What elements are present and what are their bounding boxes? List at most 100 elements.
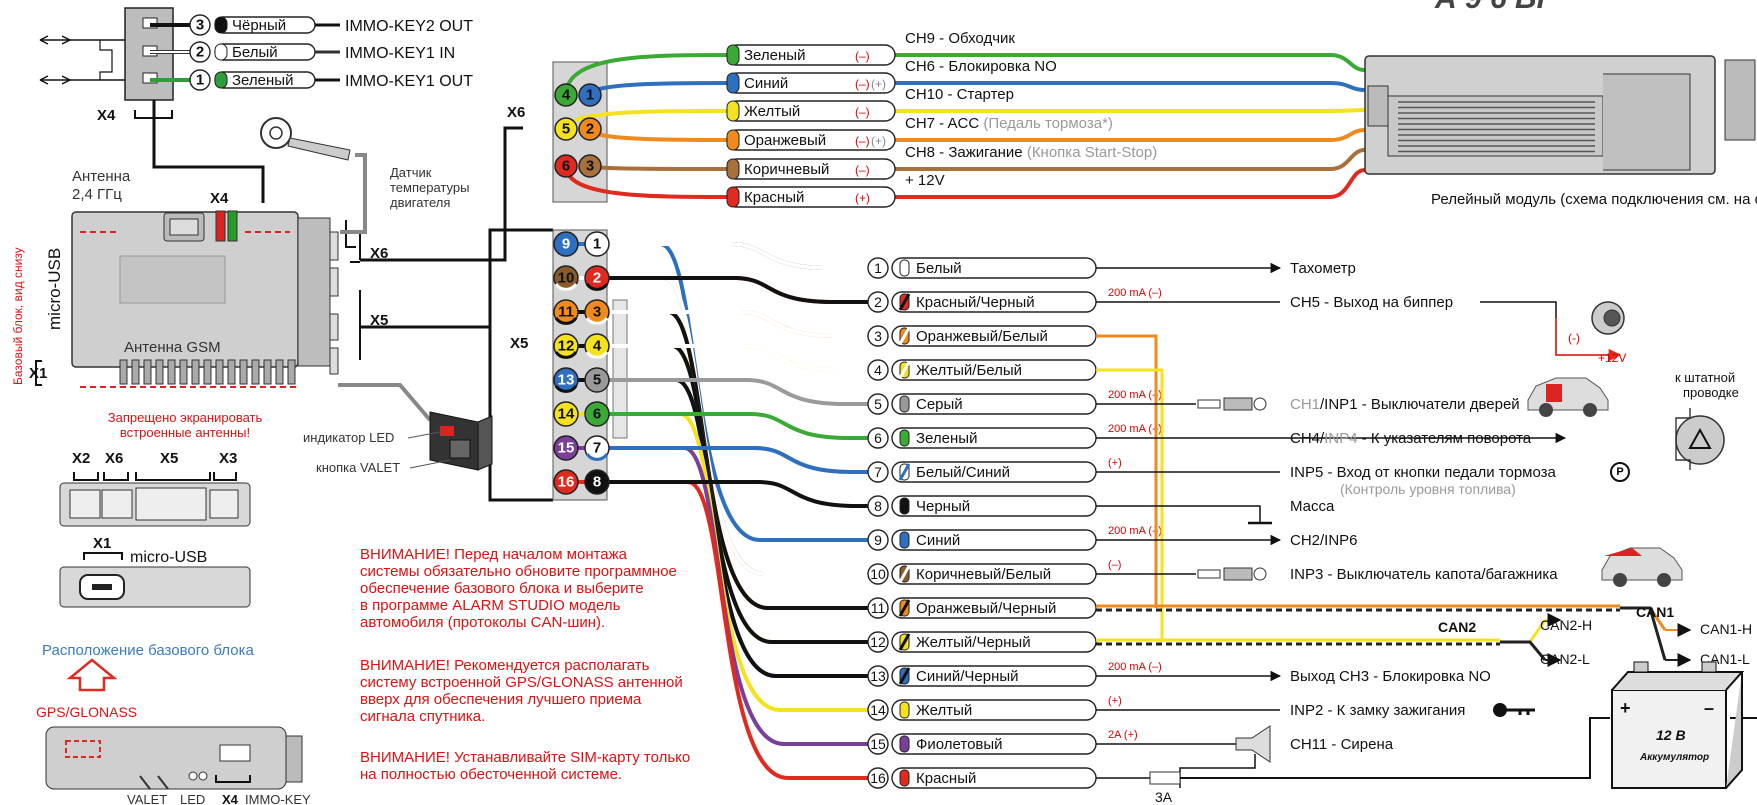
x5-rating: 200 mA (–)	[1108, 525, 1162, 537]
placement-unit	[45, 726, 303, 790]
svg-text:11: 11	[558, 304, 574, 321]
svg-text:2: 2	[593, 270, 601, 287]
key-icon	[1493, 703, 1507, 717]
up-arrow-icon	[66, 658, 118, 692]
svg-text:6: 6	[562, 158, 570, 175]
dest-hood: INP3 - Выключатель капота/багажника	[1290, 566, 1558, 583]
x6-channel: CH7 - ACC (Педаль тормоза*)	[905, 115, 1113, 132]
x5-row-number: 4	[874, 362, 882, 378]
dest-beeper: CH5 - Выход на биппер	[1290, 294, 1453, 311]
turn-note-1: к штатной	[1675, 370, 1735, 385]
x6-wire-mark: (–)	[855, 105, 870, 119]
warning-3-l1: ВНИМАНИЕ! Устанавливайте SIM-карту тольк…	[360, 749, 690, 766]
dest-brake: INP5 - Вход от кнопки педали тормоза	[1290, 464, 1557, 481]
svg-text:3: 3	[586, 158, 594, 175]
battery-plus: +	[1620, 698, 1631, 718]
placement-x4-label: X4	[222, 792, 239, 805]
base-x1-label: X1	[29, 365, 47, 382]
x5-wire-16	[576, 480, 870, 780]
x5-pin	[584, 367, 610, 393]
x5-wire-color: Оранжевый/Белый	[916, 328, 1048, 345]
x5-row-number: 10	[870, 566, 886, 582]
x5-wire-color: Красный	[916, 770, 976, 787]
hazard-button-icon	[1675, 415, 1725, 465]
svg-text:7: 7	[593, 440, 601, 457]
x5-pin	[553, 435, 579, 461]
dest-turn-signals: CH4/INP4 - К указателям поворота	[1290, 430, 1532, 447]
x6-channel: CH10 - Стартер	[905, 86, 1014, 103]
x6-wire-label-4: Коричневый(–)CH8 - Зажигание (Кнопка Sta…	[726, 144, 1157, 180]
antenna-gsm-label: Антенна GSM	[124, 339, 221, 356]
immo-wire-signal: IMMO-KEY1 OUT	[345, 73, 473, 90]
conn-x1-label: X1	[93, 535, 111, 552]
turn-note-2: проводке	[1683, 385, 1739, 400]
x5-row-number: 5	[874, 396, 882, 412]
battery-label: Аккумулятор	[1639, 752, 1709, 763]
x6-wire-1	[588, 81, 1367, 97]
x5-wire-6	[607, 412, 870, 440]
x5-row-3: 3 Оранжевый/Белый	[867, 325, 1097, 347]
svg-text:2: 2	[586, 121, 594, 138]
x6-pin	[554, 154, 578, 178]
beeper-plus: +12V	[1598, 351, 1626, 365]
immo-wire-signal: IMMO-KEY1 IN	[345, 45, 455, 62]
x5-wire-color: Черный	[916, 498, 970, 515]
x5-pin	[553, 231, 579, 257]
temp-sensor-label-3: двигателя	[390, 195, 450, 210]
x5-wire-5	[607, 378, 870, 406]
x5-rating: (+)	[1108, 457, 1122, 469]
x6-pin	[578, 154, 602, 178]
harness-x5-label: X5	[510, 335, 528, 352]
x5-row-number: 2	[874, 294, 882, 310]
conn-x6-label: X6	[105, 450, 123, 467]
dest-tachometer: Тахометр	[1290, 260, 1356, 277]
x6-wire-color: Оранжевый	[744, 132, 826, 149]
temp-sensor-label-1: Датчик	[390, 165, 432, 180]
x5-rating: (–)	[1108, 559, 1121, 571]
dest-ch2: CH2/INP6	[1290, 532, 1358, 549]
x5-wire-color: Оранжевый/Черный	[916, 600, 1056, 617]
connectors-view	[59, 472, 251, 608]
model-fragment: А 9 6 Ы	[1434, 0, 1546, 15]
x6-pin	[578, 117, 602, 141]
svg-text:13: 13	[558, 372, 575, 389]
x5-row-number: 15	[870, 736, 886, 752]
x6-wire-color: Желтый	[744, 103, 800, 120]
x5-wire-3	[607, 310, 870, 338]
x5-row-number: 11	[871, 600, 886, 616]
fuse-label: 3A	[1155, 789, 1173, 805]
x6-pin	[578, 83, 602, 107]
warning-2-l3: вверх для обеспечения лучшего приема	[360, 691, 642, 708]
warning-2-l2: систему встроенной GPS/GLONASS антенной	[360, 674, 683, 691]
harness-x6-label: X6	[507, 104, 525, 121]
base-side-label: Базовый блок, вид снизу	[11, 247, 25, 385]
x5-row-11: 11 Оранжевый/Черный	[867, 597, 1097, 619]
placement-title: Расположение базового блока	[42, 642, 254, 659]
x6-pin	[554, 83, 578, 107]
x6-wire-label-0: Зеленый(–)CH9 - Обходчик	[726, 30, 1015, 66]
beeper-minus: (-)	[1568, 331, 1580, 345]
x5-rating: 200 mA (–)	[1108, 661, 1162, 673]
placement-valet-label: VALET	[127, 792, 167, 805]
shield-warning-1: Запрещено экранировать	[108, 410, 263, 425]
x5-row-number: 6	[874, 430, 882, 446]
x5-wire-color: Желтый/Белый	[916, 362, 1022, 379]
svg-text:6: 6	[593, 406, 601, 423]
conn-x3-label: X3	[219, 450, 237, 467]
x5-wire-color: Синий	[916, 532, 960, 549]
x5-wire-2	[607, 276, 870, 304]
temperature-sensor	[260, 117, 367, 234]
warning-1-l5: автомобиля (протоколы CAN-шин).	[360, 614, 605, 631]
x5-row-number: 7	[874, 464, 882, 480]
can2-label: CAN2	[1438, 619, 1476, 635]
x5-row-number: 3	[874, 328, 882, 344]
x6-wire-label-5: Красный(+)+ 12V	[726, 172, 945, 208]
x6-wire-label-3: Оранжевый(–)(+)CH7 - ACC (Педаль тормоза…	[726, 115, 1113, 151]
x5-row-number: 1	[874, 260, 882, 276]
